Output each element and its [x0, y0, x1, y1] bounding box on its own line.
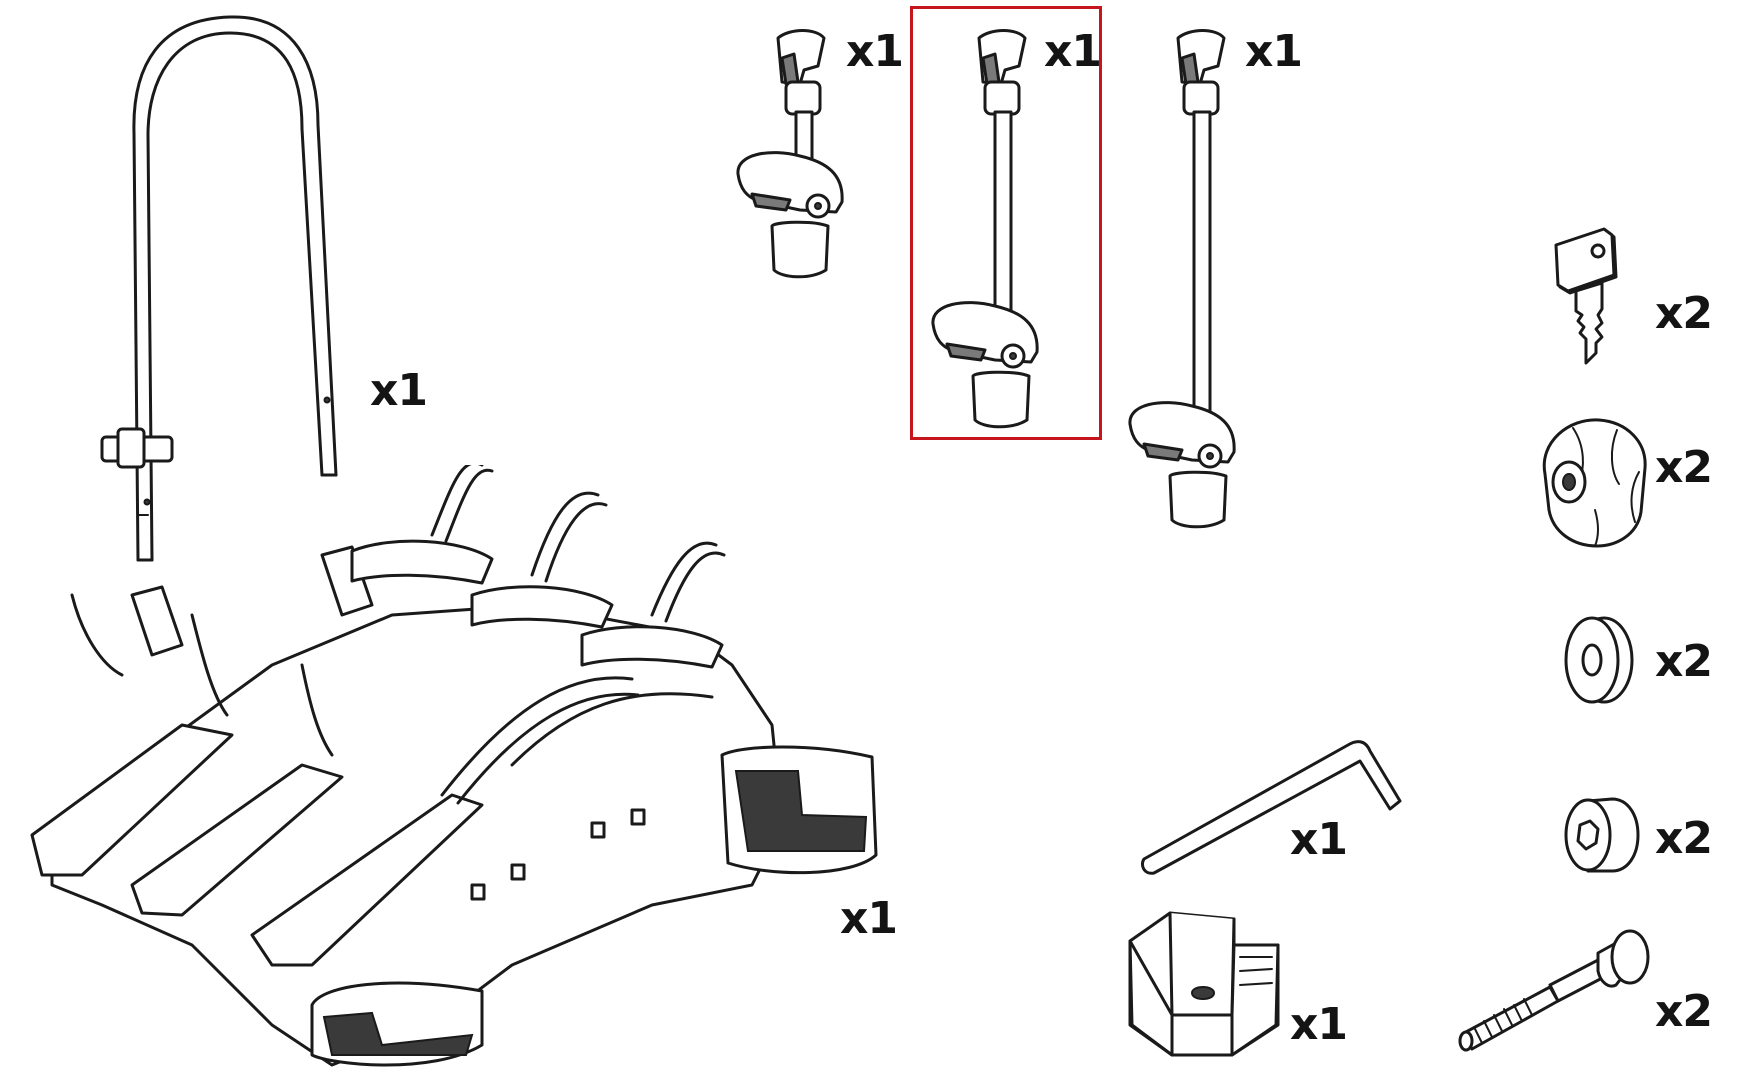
qty-washer: x2 [1655, 636, 1713, 687]
washer-icon [1564, 616, 1634, 704]
bolt-icon [1458, 929, 1650, 1052]
qty-bolt: x2 [1655, 986, 1713, 1037]
knob-icon [1542, 418, 1647, 548]
qty-key: x2 [1655, 288, 1713, 339]
qty-arm-long: x1 [1245, 26, 1303, 77]
allen-key-icon [1140, 740, 1402, 875]
highlight-box [910, 6, 1102, 440]
spacer-icon [1564, 797, 1640, 873]
holder-icon [1128, 911, 1280, 1057]
qty-allen-key: x1 [1290, 814, 1348, 865]
qty-holder: x1 [1290, 999, 1348, 1050]
key-icon [1554, 227, 1618, 365]
qty-spacer: x2 [1655, 813, 1713, 864]
qty-knob: x2 [1655, 442, 1713, 493]
arm-short-icon [736, 29, 844, 279]
qty-arm-medium: x1 [1044, 26, 1102, 77]
qty-bike-carrier: x1 [840, 893, 898, 944]
arm-medium-icon [931, 29, 1039, 429]
qty-frame-bar: x1 [370, 365, 428, 416]
bike-carrier-icon [30, 465, 878, 1067]
qty-arm-short: x1 [846, 26, 904, 77]
frame-bar-icon [100, 15, 338, 562]
arm-long-icon [1128, 29, 1236, 529]
